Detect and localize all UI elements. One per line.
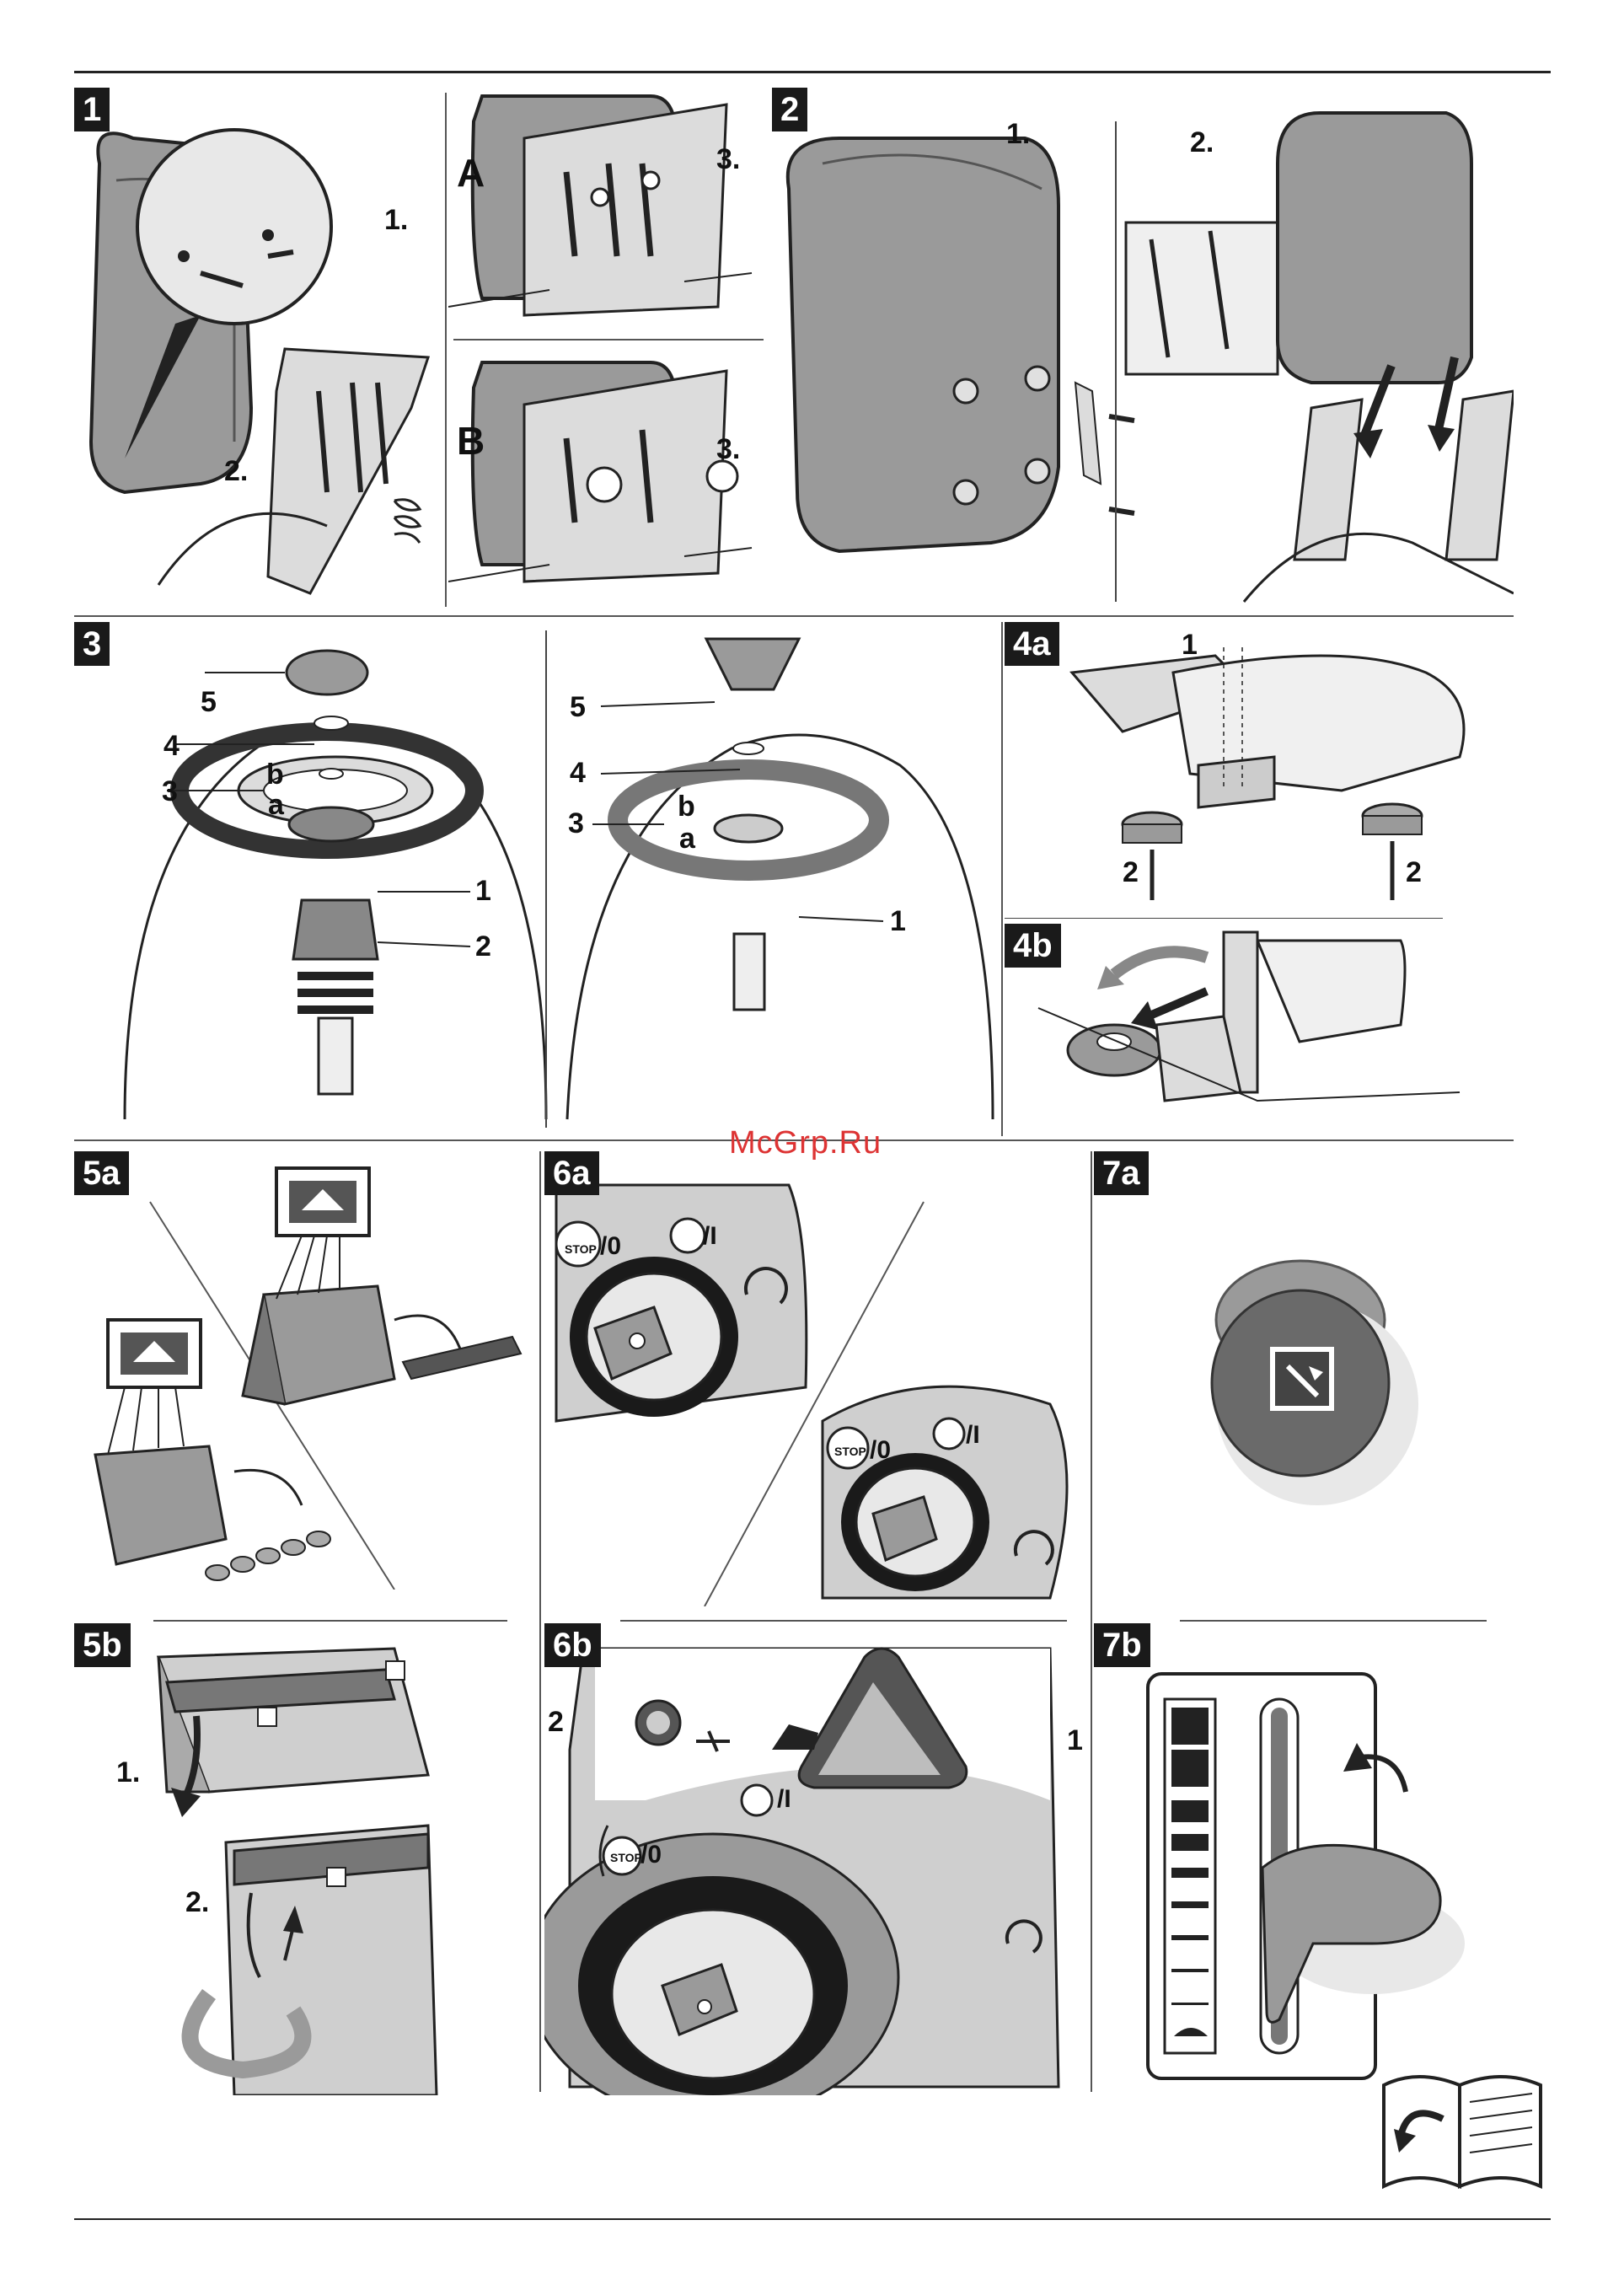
part-label-3-right: 3 bbox=[568, 807, 584, 840]
step-label-2: 2. bbox=[224, 455, 248, 488]
switch-label-one: /I bbox=[777, 1785, 791, 1814]
figure-4a: 4a 1 2 2 bbox=[1005, 622, 1514, 919]
part-label-2-right: 2 bbox=[1406, 856, 1422, 889]
part-label-5-right: 5 bbox=[570, 691, 586, 724]
figure-B: B 3. bbox=[448, 354, 767, 607]
divider bbox=[453, 339, 764, 340]
bottom-rule bbox=[74, 2218, 1551, 2220]
switch-label-zero-2: /0 bbox=[870, 1436, 891, 1465]
divider bbox=[153, 1620, 507, 1622]
seat-mount-illustration bbox=[74, 88, 445, 610]
divider bbox=[74, 615, 1514, 617]
figure-badge: 1 bbox=[74, 88, 110, 131]
part-label-a: a bbox=[268, 789, 284, 822]
part-label-3: 3 bbox=[162, 775, 178, 808]
figure-badge: 5b bbox=[74, 1623, 131, 1667]
part-label-4: 4 bbox=[163, 730, 180, 763]
divider bbox=[620, 1620, 1067, 1622]
figure-badge: 6b bbox=[544, 1623, 601, 1667]
figure-7b: 7b bbox=[1094, 1623, 1515, 2095]
step-label-1: 1. bbox=[1006, 118, 1030, 151]
figure-badge: A bbox=[457, 150, 485, 196]
divider bbox=[539, 1151, 541, 2092]
divider bbox=[1091, 1151, 1092, 2092]
figure-badge: 7b bbox=[1094, 1623, 1150, 1667]
figure-badge: 4b bbox=[1005, 924, 1061, 968]
figure-6a: 6a STOP /0 /I STOP /0 /I bbox=[544, 1151, 1089, 1606]
figure-5b: 5b 1. 2. bbox=[74, 1623, 536, 2095]
top-rule bbox=[74, 71, 1551, 73]
figure-badge: 4a bbox=[1005, 622, 1059, 666]
part-label-1-right: 1 bbox=[890, 905, 906, 938]
figure-badge: 6a bbox=[544, 1151, 599, 1195]
part-label-a-right: a bbox=[679, 823, 695, 855]
part-label-1: 1 bbox=[1067, 1724, 1083, 1757]
part-label-1: 1 bbox=[475, 875, 491, 908]
switch-label-stop: STOP bbox=[610, 1851, 642, 1864]
figure-1: 1 1. 2. bbox=[74, 88, 445, 610]
figure-badge: 5a bbox=[74, 1151, 129, 1195]
step-label-2: 2. bbox=[1190, 126, 1214, 159]
switch-label-one: /I bbox=[703, 1222, 717, 1251]
figure-5a: 5a bbox=[74, 1151, 536, 1590]
part-label-2: 2 bbox=[475, 930, 491, 963]
divider bbox=[1180, 1620, 1487, 1622]
switch-label-stop-2: STOP bbox=[834, 1445, 866, 1458]
part-label-2-left: 2 bbox=[1123, 856, 1139, 889]
figure-A: A 3. bbox=[448, 88, 767, 336]
manual-book-icon bbox=[1375, 2068, 1549, 2195]
part-label-b: b bbox=[266, 759, 284, 791]
switch-label-zero: /0 bbox=[600, 1232, 621, 1261]
switch-label-stop: STOP bbox=[565, 1242, 597, 1256]
part-label-5: 5 bbox=[201, 686, 217, 719]
step-label-1: 1. bbox=[116, 1756, 140, 1789]
figure-6b: 6b 2 1 STOP /0 /I bbox=[544, 1623, 1089, 2095]
figure-3: 3 5 4 3 b a 1 2 5 4 3 b a 1 bbox=[74, 622, 1001, 1128]
switch-label-zero: /0 bbox=[640, 1841, 662, 1869]
step-label-3: 3. bbox=[716, 433, 740, 466]
figure-4b: 4b bbox=[1005, 924, 1514, 1134]
part-label-b-right: b bbox=[678, 791, 695, 823]
part-label-4-right: 4 bbox=[570, 757, 586, 790]
part-label-2: 2 bbox=[548, 1706, 564, 1739]
part-label-1: 1 bbox=[1182, 629, 1198, 662]
step-label-3: 3. bbox=[716, 143, 740, 176]
figure-2: 2 1. 2. bbox=[772, 88, 1514, 607]
figure-badge: 7a bbox=[1094, 1151, 1149, 1195]
figure-badge: B bbox=[457, 418, 485, 464]
figure-7a: 7a bbox=[1094, 1151, 1515, 1590]
divider bbox=[445, 93, 447, 607]
divider bbox=[1001, 622, 1003, 1136]
figure-badge: 2 bbox=[772, 88, 807, 131]
step-label-1: 1. bbox=[384, 204, 408, 237]
step-label-2: 2. bbox=[185, 1886, 209, 1919]
figure-badge: 3 bbox=[74, 622, 110, 666]
switch-label-one-2: /I bbox=[966, 1421, 980, 1450]
